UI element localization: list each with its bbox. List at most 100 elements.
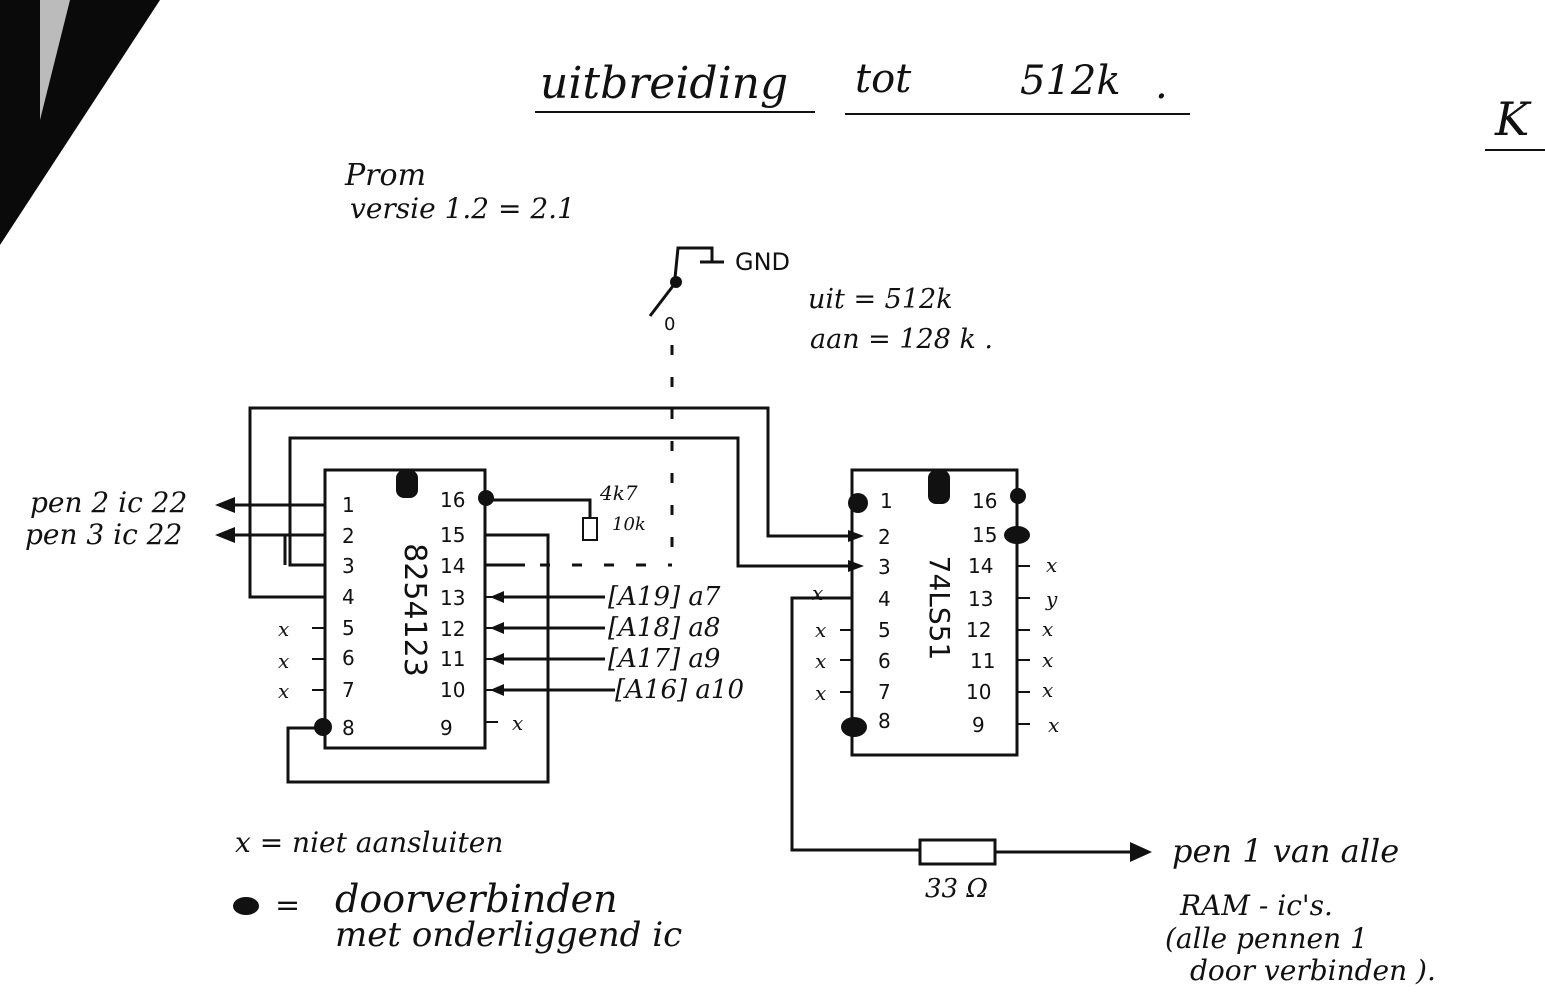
scan-shadow-edge: [40, 0, 70, 120]
ic-right-nc: x: [1042, 648, 1053, 672]
legend-dot-symbol: [233, 897, 259, 915]
ic-right-pins-left: 1 2 3 4 5 6 7 8: [878, 489, 893, 733]
ic-right-notch: [928, 470, 950, 504]
prom-label: Prom: [344, 158, 426, 193]
switch-uit: uit = 512k: [808, 284, 953, 315]
ic-right-arrow-pin3: [848, 560, 864, 572]
output-line-1: pen 1 van alle: [1172, 832, 1399, 870]
resistor-body: [918, 838, 997, 866]
resistor-label: 33 Ω: [925, 874, 988, 904]
ic-left-name: 8254123: [397, 543, 432, 677]
ic-right-nc: x: [1046, 553, 1057, 577]
ic-right-pin: 13: [968, 587, 993, 611]
addr-label-a17: [A17] a9: [608, 644, 720, 674]
ic-right-pin: 3: [878, 555, 891, 579]
output-line-3: (alle pennen 1: [1165, 922, 1368, 955]
ic-right-arrow-pin2: [848, 530, 864, 542]
legend-dot-line-1: doorverbinden: [335, 877, 618, 921]
ic-left-nc: x: [278, 617, 289, 641]
ic-left-via-pin8: [314, 718, 332, 736]
addr-arrow: [490, 622, 504, 634]
ic-left-pins-right: 16 15 14 13 12 11 10 9: [440, 488, 465, 740]
input-arrow-1: [215, 497, 235, 513]
left-inputs: pen 2 ic 22 pen 3 ic 22: [25, 486, 325, 551]
output-arrow: [1130, 842, 1152, 862]
ic-right-pin: 4: [878, 587, 891, 611]
ic-right-name: 74LS51: [923, 556, 956, 661]
legend: x = niet aansluiten = doorverbinden met …: [233, 826, 682, 955]
ic-left-nc: x: [278, 649, 289, 673]
ic-right-via-pin1: [848, 493, 868, 513]
ic-left-pin: 13: [440, 586, 465, 610]
ic-left-pins-left: 1 2 3 4 5 6 7 8: [342, 493, 355, 740]
output-line-4: door verbinden ).: [1190, 954, 1436, 987]
title-mark: .: [1155, 62, 1168, 108]
address-inputs: [A19] a7 [A18] a8 [A17] a9 [A16] a10: [490, 582, 744, 705]
input-arrow-2: [215, 527, 235, 543]
ic-right-nc: y: [1045, 587, 1058, 611]
addr-label-a19: [A19] a7: [608, 582, 721, 612]
ic-right-body: [850, 468, 1019, 757]
switch-pos-label: 0: [664, 314, 675, 335]
ic-left-pin: 12: [440, 617, 465, 641]
wire-pin4-to-right-pin2: [248, 406, 852, 599]
ic-left-pin: 15: [440, 523, 465, 547]
pullup-body: [582, 517, 598, 541]
ic-right-pin: 2: [878, 525, 891, 549]
addr-label-a16: [A16] a10: [615, 675, 744, 705]
ic-right-pin: 9: [972, 713, 985, 737]
ic-left-pin: 7: [342, 678, 355, 702]
title-word-3: 512k: [1020, 58, 1121, 104]
addr-arrow: [490, 653, 504, 665]
title: uitbreiding tot 512k .: [535, 56, 1190, 115]
input-pen3-ic22: pen 3 ic 22: [25, 518, 182, 551]
switch: GND 0 uit = 512k aan = 128 k .: [648, 246, 993, 565]
addr-arrow: [490, 591, 504, 603]
ic-left-pin: 8: [342, 716, 355, 740]
ic-right-via-pin8: [841, 717, 867, 737]
ic-left-pin: 16: [440, 488, 465, 512]
ic-right-nc: x: [812, 581, 823, 605]
ic-right-pin: 16: [972, 489, 997, 513]
ic-left-notch: [396, 470, 418, 498]
ic-left-nc: x: [278, 679, 289, 703]
wire-right-pin4-resistor: [790, 596, 920, 852]
output-note: pen 1 van alle RAM - ic's. (alle pennen …: [1165, 832, 1436, 987]
ic-left-pin: 11: [440, 647, 465, 671]
gnd-wire: [673, 246, 714, 279]
prom-version: versie 1.2 = 2.1: [350, 192, 575, 225]
ic-right-pin: 8: [878, 709, 891, 733]
ic-left-pin: 14: [440, 554, 465, 578]
ic-right-pin: 10: [966, 680, 991, 704]
ic-right-ticks: [840, 565, 1030, 725]
ic-right-pin: 7: [878, 680, 891, 704]
ic-right-pin: 15: [972, 523, 997, 547]
switch-lever: [648, 281, 678, 317]
ic-right-nc: x: [815, 649, 826, 673]
scan-shadow: [0, 0, 160, 245]
addr-arrow: [490, 684, 504, 696]
ic-right-pins-right: 16 15 14 13 12 11 10 9: [966, 489, 997, 737]
ic-left-nc: x: [512, 711, 523, 735]
ic-left-pin: 4: [342, 585, 355, 609]
ic-left-pin: 3: [342, 554, 355, 578]
ic-right-via-pin16: [1010, 488, 1026, 504]
ic-right-nc: x: [815, 618, 826, 642]
pullup-4k7: 4k7: [599, 481, 638, 505]
ic-right-nc: x: [1042, 617, 1053, 641]
ic-right: 74LS51 1 2 3 4 5 6 7 8 16 15 14 13 12 11…: [812, 468, 1059, 757]
title-word-2: tot: [855, 56, 912, 102]
ic-left-pin: 5: [342, 616, 355, 640]
ic-right-via-pin15: [1004, 526, 1030, 544]
legend-dot-eq: =: [275, 888, 300, 923]
ic-right-pin: 11: [970, 649, 995, 673]
ic-left-pin: 6: [342, 646, 355, 670]
ic-right-nc: x: [815, 681, 826, 705]
switch-aan: aan = 128 k .: [810, 324, 993, 355]
ic-right-pin: 12: [966, 618, 991, 642]
legend-dot-line-2: met onderliggend ic: [335, 915, 682, 955]
ic-right-pin: 14: [968, 554, 993, 578]
ic-left-pin: 10: [440, 678, 465, 702]
ic-left: 8254123 1 2 3 4 5 6 7 8 16 15 14 13 12 1…: [278, 468, 523, 750]
